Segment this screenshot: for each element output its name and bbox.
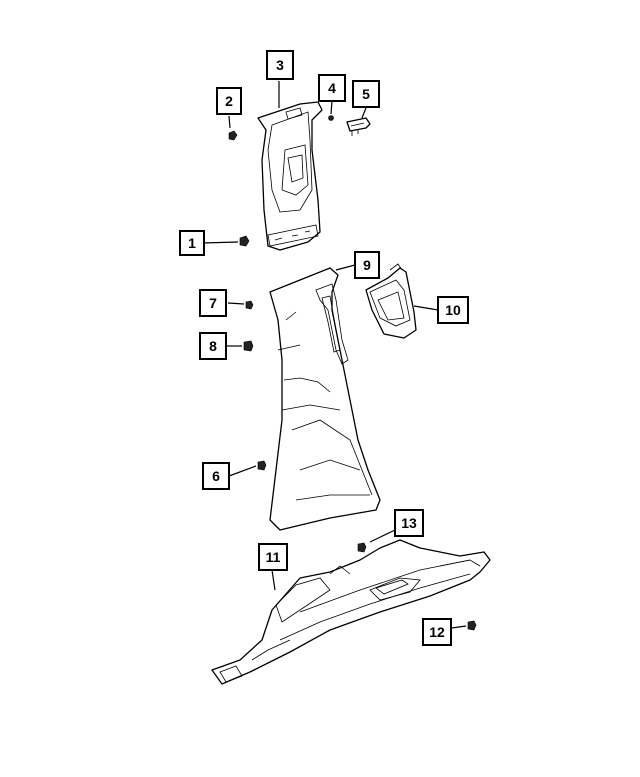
clip-part-12	[467, 620, 477, 631]
clip-part-7	[245, 300, 254, 310]
clip-part-13	[357, 542, 367, 553]
callout-7: 7	[199, 289, 227, 317]
callout-2-label: 2	[225, 93, 233, 109]
callout-3-label: 3	[276, 57, 284, 73]
callout-1-label: 1	[188, 235, 196, 251]
callout-10: 10	[437, 296, 469, 324]
callout-8: 8	[199, 332, 227, 360]
leader-lines	[201, 81, 467, 633]
callout-4: 4	[318, 74, 346, 102]
callout-6: 6	[202, 462, 230, 490]
callout-12-label: 12	[429, 624, 445, 640]
clip-part-1	[239, 235, 250, 247]
callout-5: 5	[352, 80, 380, 108]
clip-part-4	[328, 115, 334, 121]
clip-part-5	[346, 117, 371, 136]
lower-pillar-trim	[269, 267, 381, 531]
callout-5-label: 5	[362, 86, 370, 102]
callout-4-label: 4	[328, 80, 336, 96]
callout-8-label: 8	[209, 338, 217, 354]
upper-pillar-trim	[257, 101, 323, 251]
callout-10-label: 10	[445, 302, 461, 318]
callout-1: 1	[179, 230, 205, 256]
callout-12: 12	[422, 618, 452, 646]
clip-part-8	[243, 340, 254, 352]
callout-9-label: 9	[363, 257, 371, 273]
callout-11-label: 11	[266, 549, 281, 565]
bracket-part-10	[365, 263, 417, 339]
clip-part-6	[257, 460, 267, 471]
clip-part-2	[228, 130, 238, 141]
sill-trim-panel	[211, 539, 491, 685]
callout-13: 13	[394, 509, 424, 537]
callout-9: 9	[354, 251, 380, 279]
callout-6-label: 6	[212, 468, 220, 484]
callout-13-label: 13	[401, 515, 417, 531]
callout-7-label: 7	[209, 295, 217, 311]
callout-3: 3	[266, 50, 294, 80]
callout-2: 2	[216, 87, 242, 115]
callout-11: 11	[258, 543, 288, 571]
